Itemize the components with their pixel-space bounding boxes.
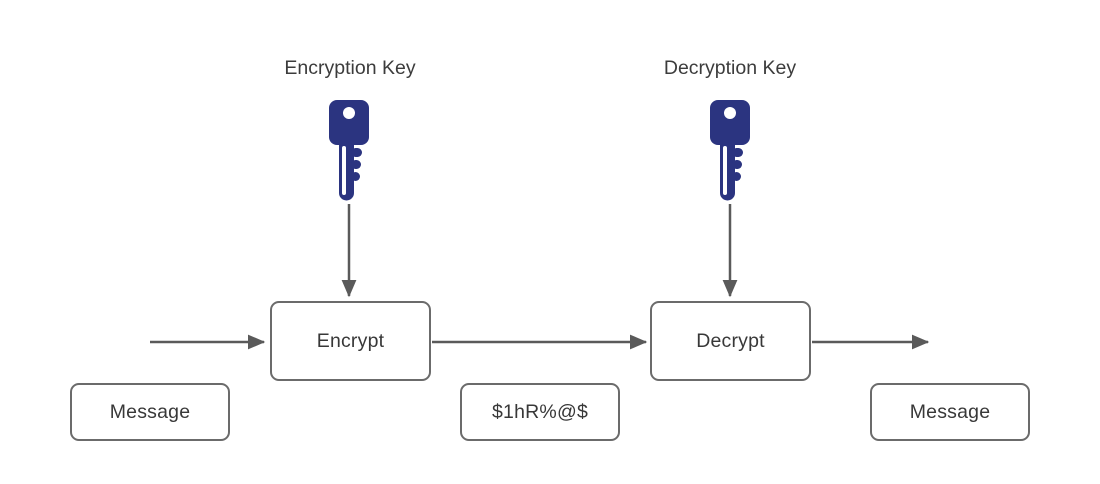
decrypt-box-label: Decrypt xyxy=(696,329,765,352)
decryption-key-icon xyxy=(710,100,750,201)
message-output-label: Message xyxy=(909,400,991,423)
ciphertext-label: $1hR%@$ xyxy=(492,400,588,423)
message-input-label: Message xyxy=(109,400,191,423)
message-output-box: Message xyxy=(870,383,1030,441)
encrypt-box: Encrypt xyxy=(270,301,431,381)
decryption-key-label: Decryption Key xyxy=(663,57,797,79)
encryption-key-icon xyxy=(329,100,369,201)
encrypt-box-label: Encrypt xyxy=(316,329,385,352)
encryption-key-label: Encryption Key xyxy=(284,57,416,79)
ciphertext-box: $1hR%@$ xyxy=(460,383,620,441)
decrypt-box: Decrypt xyxy=(650,301,811,381)
message-input-box: Message xyxy=(70,383,230,441)
